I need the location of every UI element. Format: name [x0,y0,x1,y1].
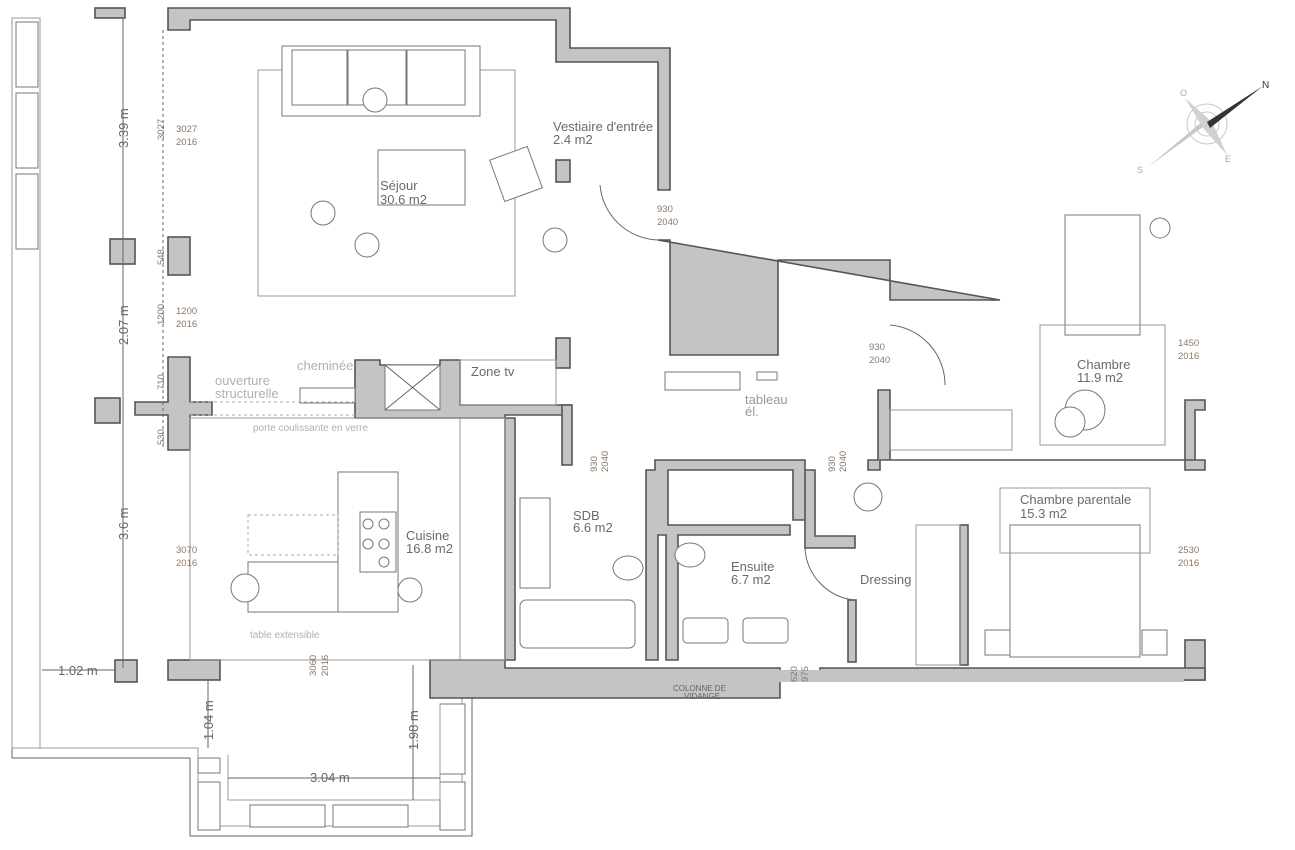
room-cuisine-area: 16.8 m2 [406,541,453,556]
room-sejour-area: 30.6 m2 [380,192,427,207]
opening-height: 2016 [176,319,197,330]
label-tableau: tableau [745,392,788,407]
opening-width: 1200 [176,306,197,317]
wall-dim-1200: 1200 [156,304,167,325]
label-el: él. [745,404,759,419]
compass-s: S [1137,165,1143,175]
label-zone-tv: Zone tv [471,364,515,379]
compass-n: N [1262,80,1269,91]
opening-height: 2016 [1178,558,1199,569]
room-sdb-area: 6.6 m2 [573,520,613,535]
measure-104: 1.04 m [201,700,216,740]
opening-height: 2016 [176,558,197,569]
room-parentale-area: 15.3 m2 [1020,506,1067,521]
label-structurelle: structurelle [215,386,279,401]
opening-width: 3027 [176,124,197,135]
room-vestiaire-area: 2.4 m2 [553,132,593,147]
room-sdb-name: SDB [573,508,600,523]
room-ensuite-area: 6.7 m2 [731,572,771,587]
compass-e: E [1225,154,1231,164]
opening-height: 2040 [657,217,678,228]
measure-198: 1.98 m [406,710,421,750]
opening-height: 2040 [869,355,890,366]
opening-width: 2530 [1178,545,1199,556]
wall-dim-3027: 3027 [156,119,167,140]
label-table-extensible: table extensible [250,630,320,641]
label-ouverture: ouverture [215,373,270,388]
wall-dim-548: 548 [156,249,167,265]
dimension-lines [42,18,440,800]
other-furniture [189,184,1171,666]
opening-width: 930 [657,204,673,215]
wall-dim-530: 530 [156,429,167,445]
room-chambre-area: 11.9 m2 [1077,370,1123,385]
opening-height: 2016 [176,137,197,148]
opening-width: 3060 [308,655,319,676]
wall-dim-710: 710 [156,374,167,390]
room-cuisine-name: Cuisine [406,528,449,543]
opening-height: 2040 [600,451,611,472]
opening-height: 2016 [1178,351,1199,362]
measure-102: 1.02 m [58,663,98,678]
measure-36: 3.6 m [116,507,131,540]
opening-height: 2040 [838,451,849,472]
measure-207: 2.07 m [116,305,131,345]
opening-width: 930 [827,456,838,472]
room-chambre-name: Chambre [1077,357,1130,372]
opening-width: 3070 [176,545,197,556]
room-parentale-name: Chambre parentale [1020,492,1131,507]
opening-height: 2016 [320,655,331,676]
room-vestiaire-name: Vestiaire d'entrée [553,119,653,134]
measure-304: 3.04 m [310,770,350,785]
label-cheminee: cheminée [297,358,353,373]
label-porte-coulissante: porte coulissante en verre [253,423,369,434]
wall-dim-975: 975 [800,666,811,682]
label-colonne: COLONNE DE [673,684,726,693]
opening-width: 1450 [1178,338,1199,349]
wall-dim-620: 620 [789,666,800,682]
measure-339: 3.39 m [116,108,131,148]
compass-rose: N S E O [1137,80,1269,175]
room-ensuite-name: Ensuite [731,559,774,574]
room-dressing-name: Dressing [860,572,911,587]
terrace [11,17,473,837]
label-vidange: VIDANGE [684,692,720,701]
opening-width: 930 [869,342,885,353]
opening-width: 930 [589,456,600,472]
room-sejour-name: Séjour [380,178,418,193]
living-furniture [190,45,568,416]
compass-o: O [1180,88,1187,98]
